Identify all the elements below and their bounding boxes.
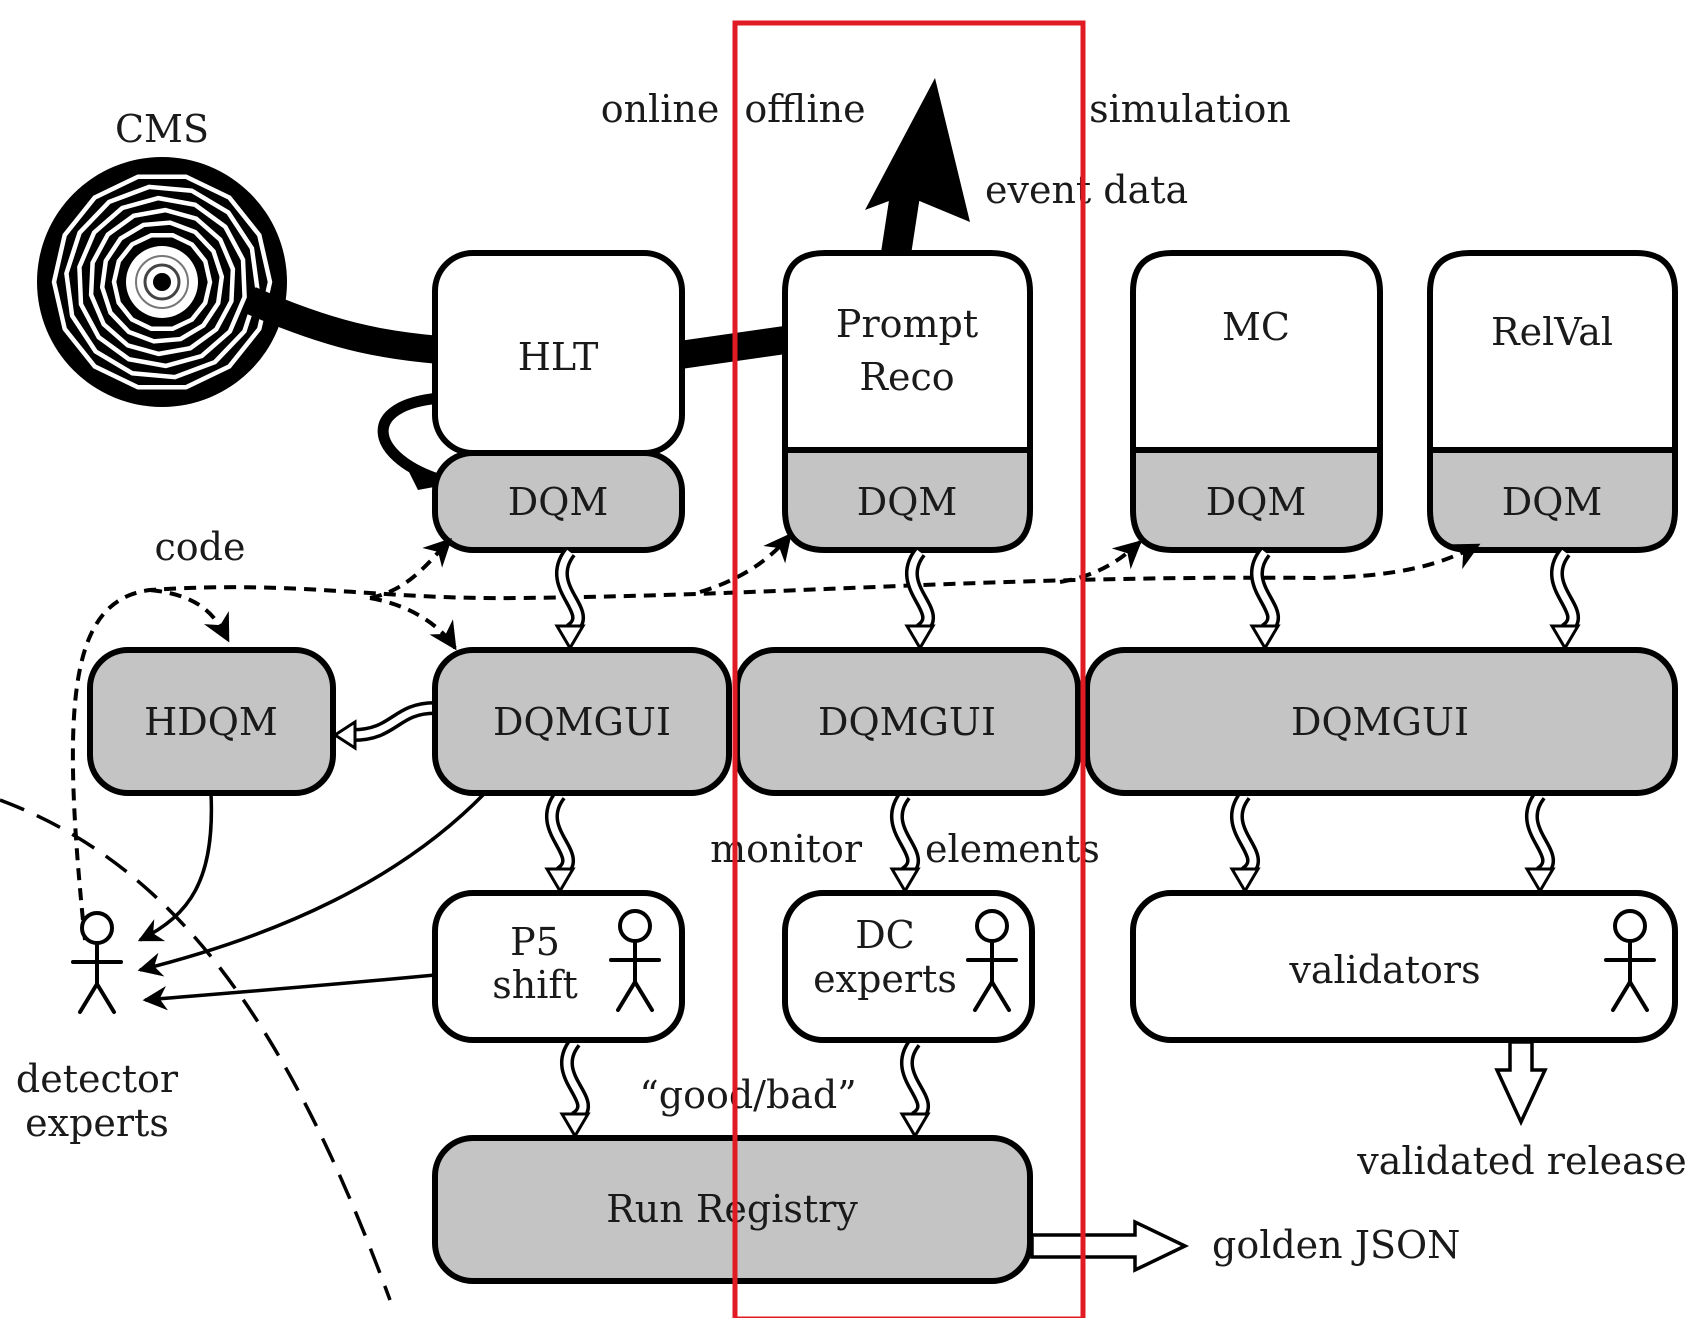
- mc-label: MC: [1222, 305, 1290, 349]
- hdqm-label: HDQM: [144, 700, 278, 744]
- code-dashed-to-hlt-dqm: [369, 538, 452, 600]
- dqmgui-simulation-box: [1084, 647, 1678, 796]
- dqmgui-online-label: DQMGUI: [493, 700, 671, 744]
- detector-experts-label-1: detector: [16, 1057, 179, 1101]
- code-dashed-to-hdqm: [149, 588, 230, 643]
- prompt-reco-box: [782, 250, 1033, 453]
- pipe-connectors: [332, 547, 1581, 1139]
- event-data-label: event data: [985, 168, 1188, 212]
- event-data-stem: [880, 192, 920, 263]
- dqmgui-offline-label: DQMGUI: [818, 700, 996, 744]
- code-dashed-to-mc-dqm: [1059, 540, 1143, 584]
- prompt-reco-dqm-label: DQM: [857, 480, 958, 524]
- relval-label: RelVal: [1491, 310, 1613, 354]
- elements-label: elements: [925, 827, 1100, 871]
- validators-box: [1130, 890, 1678, 1043]
- hdqm-to-experts-arrow: [137, 792, 214, 942]
- dqmgui-to-experts-arrow: [137, 791, 487, 977]
- dc-person-icon: [966, 909, 1018, 1012]
- p5-shift-label-2: shift: [492, 963, 577, 1007]
- dc-experts-label-1: DC: [855, 913, 915, 957]
- detector-experts-person-icon: [71, 911, 123, 1014]
- mc-box: [1130, 250, 1383, 453]
- p5-person-icon: [609, 909, 661, 1012]
- cms-detector-icon: [37, 157, 287, 407]
- validated-release-label: validated release: [1356, 1139, 1687, 1183]
- mc-dqm-label: DQM: [1206, 480, 1307, 524]
- prompt-reco-label-1: Prompt: [836, 302, 978, 346]
- hlt-dqm-box: [432, 450, 685, 553]
- offline-label: offline: [744, 87, 865, 131]
- dc-experts-box: [782, 890, 1035, 1043]
- hlt-label: HLT: [518, 335, 599, 379]
- p5-shift-label-1: P5: [510, 920, 560, 964]
- detector-experts-label-2: experts: [25, 1101, 169, 1145]
- dqmgui-online-box: [432, 647, 732, 796]
- golden-json-label: golden JSON: [1212, 1223, 1460, 1267]
- simulation-label: simulation: [1089, 87, 1291, 131]
- relval-dqm-label: DQM: [1502, 480, 1603, 524]
- hlt-dqm-label: DQM: [508, 480, 609, 524]
- online-label: online: [601, 87, 720, 131]
- prompt-reco-dqm-box: [782, 447, 1033, 553]
- validated-release-arrow-icon: [1494, 1040, 1548, 1127]
- prompt-reco-label-2: Reco: [859, 355, 954, 399]
- event-data-flow: [244, 287, 442, 364]
- mc-dqm-box: [1130, 447, 1383, 553]
- dc-experts-label-2: experts: [813, 957, 957, 1001]
- validators-label: validators: [1288, 948, 1480, 992]
- cms-label: CMS: [115, 107, 209, 151]
- good-bad-label: “good/bad”: [639, 1073, 856, 1117]
- code-dashed-to-prompt-dqm: [699, 532, 792, 594]
- relval-dqm-box: [1427, 447, 1678, 553]
- golden-json-arrow-icon: [1030, 1219, 1190, 1273]
- code-dashed-to-dqmgui: [369, 596, 457, 651]
- run-registry-label: Run Registry: [606, 1187, 858, 1231]
- p5-to-experts-arrow: [142, 973, 436, 1011]
- code-label: code: [155, 525, 246, 569]
- event-data-arrow-icon: [865, 78, 970, 222]
- validators-person-icon: [1604, 909, 1656, 1012]
- offline-highlight-frame: [732, 20, 1086, 1318]
- boundary-curve: [0, 798, 392, 1301]
- dqmgui-simulation-label: DQMGUI: [1291, 700, 1469, 744]
